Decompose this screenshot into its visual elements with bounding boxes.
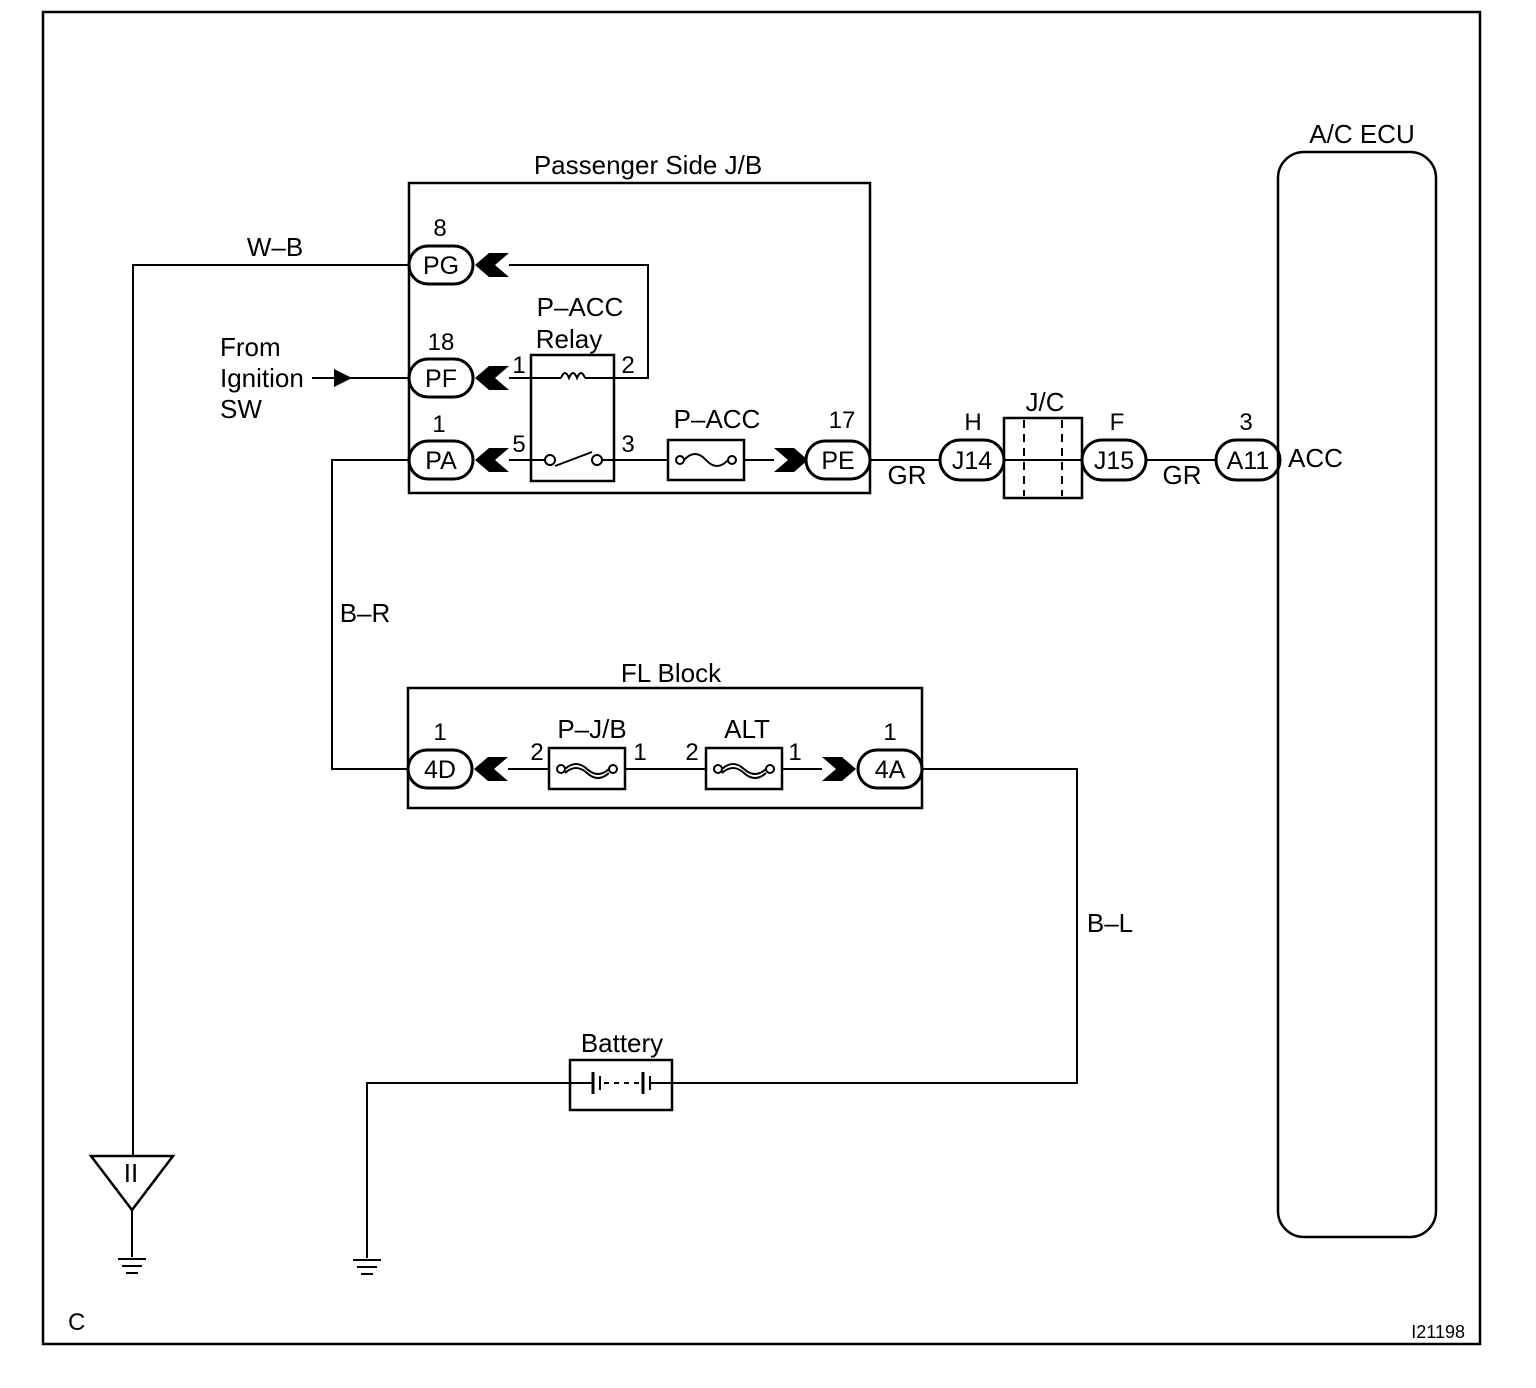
wire-pg-relay	[509, 264, 649, 379]
pg-pin-number: 8	[433, 215, 446, 242]
relay-pin-2: 2	[621, 352, 634, 379]
pjb-fuse-terminal-left	[556, 764, 566, 774]
alt-fuse-label: ALT	[724, 714, 770, 744]
j15-connector-label: J15	[1094, 447, 1134, 475]
pg-connector-label: PG	[423, 252, 459, 280]
pjb-pin-right: 1	[633, 739, 646, 766]
acc-terminal-label: ACC	[1288, 443, 1343, 473]
battery-icon	[570, 1072, 672, 1094]
relay-pin-3: 3	[621, 431, 634, 458]
relay-switch-contact-left	[544, 454, 556, 466]
pf-connector-label: PF	[425, 365, 457, 393]
pjb-fuse-icon	[564, 763, 610, 779]
wire-battery-ground	[366, 1082, 570, 1258]
relay-coil-icon	[560, 372, 586, 381]
alt-pin-left: 2	[685, 739, 698, 766]
relay-pin-5: 5	[512, 431, 525, 458]
wire-bl-label: B–L	[1087, 908, 1133, 938]
pjb-fuse-terminal-right	[608, 764, 618, 774]
ignition-label-line1: From	[220, 332, 281, 362]
ground-point-ii-icon	[88, 1154, 176, 1213]
fl-block-title: FL Block	[621, 658, 722, 688]
relay-box	[529, 353, 616, 483]
wire-gr-label-1: GR	[888, 460, 927, 490]
alt-fuse-icon	[721, 763, 767, 779]
c4a-connector-label: 4A	[875, 756, 906, 784]
figure-id: I21198	[1411, 1322, 1465, 1342]
wire-wb	[132, 264, 411, 1210]
c4d-connector	[406, 748, 474, 790]
j15-pin-letter: F	[1110, 409, 1125, 436]
jc-title: J/C	[1026, 387, 1065, 417]
wire-wb-label: W–B	[247, 232, 303, 262]
pg-arrow-icon	[475, 253, 509, 277]
pf-connector	[407, 357, 475, 399]
a11-pin-number: 3	[1239, 409, 1252, 436]
relay-pin-1: 1	[512, 352, 525, 379]
pjb-pin-left: 2	[530, 739, 543, 766]
pacc-fuse-label: P–ACC	[674, 404, 761, 434]
pg-connector	[407, 244, 475, 286]
fl-block-box	[406, 686, 924, 810]
passenger-jb-box	[407, 181, 872, 495]
ignition-label-line2: Ignition	[220, 363, 304, 393]
pf-arrow-icon	[475, 366, 509, 390]
alt-fuse-terminal-right	[765, 764, 775, 774]
wire-br-label: B–R	[340, 598, 391, 628]
a11-connector-label: A11	[1227, 447, 1270, 475]
jc-box	[1002, 416, 1084, 500]
pacc-fuse-terminal-right	[727, 455, 737, 465]
c4d-arrow-icon	[474, 757, 508, 781]
ac-ecu-box	[1276, 150, 1438, 1239]
alt-pin-right: 1	[788, 739, 801, 766]
relay-switch-blade	[554, 451, 593, 467]
pjb-fuse-label: P–J/B	[557, 714, 626, 744]
relay-switch-contact-right	[591, 454, 603, 466]
a11-connector	[1214, 438, 1282, 482]
j14-pin-letter: H	[964, 409, 981, 436]
ground-point-ii-label: II	[124, 1158, 138, 1188]
ground-icon-ii	[118, 1258, 146, 1274]
pacc-fuse-icon	[683, 453, 729, 467]
c4a-arrow-icon	[822, 757, 856, 781]
pacc-fuse-terminal-left	[675, 455, 685, 465]
passenger-jb-title: Passenger Side J/B	[534, 150, 762, 180]
ignition-label-line3: SW	[220, 394, 262, 424]
ac-ecu-title: A/C ECU	[1309, 119, 1414, 149]
relay-title-2: Relay	[536, 324, 602, 354]
pa-arrow-icon	[475, 448, 509, 472]
c4d-pin-number: 1	[433, 719, 446, 746]
j14-connector-label: J14	[952, 447, 992, 475]
ignition-arrow-icon	[334, 369, 352, 387]
battery-label: Battery	[581, 1028, 663, 1058]
wire-br	[331, 459, 409, 770]
alt-fuse-terminal-left	[713, 764, 723, 774]
battery-box	[568, 1058, 674, 1112]
wire-bl	[672, 768, 1078, 1084]
pe-pin-number: 17	[829, 407, 856, 434]
pf-pin-number: 18	[428, 329, 455, 356]
pe-arrow-icon	[774, 448, 808, 472]
relay-title-1: P–ACC	[537, 292, 624, 322]
c4a-pin-number: 1	[883, 719, 896, 746]
corner-letter: C	[68, 1309, 85, 1336]
ground-icon	[353, 1259, 381, 1275]
diagram-frame	[41, 10, 1482, 1346]
pa-pin-number: 1	[432, 411, 445, 438]
wire-gr-label-2: GR	[1163, 460, 1202, 490]
pe-connector-label: PE	[821, 447, 854, 475]
c4d-connector-label: 4D	[424, 756, 456, 784]
pa-connector-label: PA	[425, 447, 457, 475]
